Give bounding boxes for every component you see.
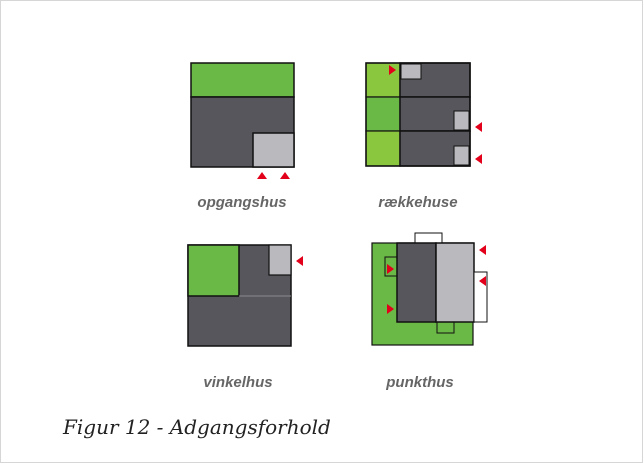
building-block <box>396 242 437 323</box>
opgangshus-diagram <box>190 62 295 179</box>
garden-area <box>365 96 401 132</box>
stairwell <box>435 242 475 323</box>
entrance-arrow-icon <box>387 304 394 314</box>
entrance-arrow-icon <box>475 154 482 164</box>
stairwell <box>268 244 292 276</box>
punkthus-diagram <box>371 232 488 346</box>
entrance-arrow-icon <box>257 172 267 179</box>
entrance-arrow-icon <box>479 276 486 286</box>
panel-label-raekkehuse: rækkehuse <box>378 194 458 211</box>
stairwell <box>400 63 422 80</box>
panel-label-vinkelhus: vinkelhus <box>203 374 273 391</box>
stairwell <box>252 132 295 168</box>
stairwell <box>453 145 470 166</box>
entrance-arrow-icon <box>387 264 394 274</box>
entrance-arrow-icon <box>389 65 396 75</box>
garden-area <box>365 130 401 167</box>
entrance-arrow-icon <box>479 245 486 255</box>
raekkehuse-diagram <box>365 62 482 167</box>
balcony <box>414 232 443 244</box>
balcony <box>473 271 488 323</box>
panel-label-opgangshus: opgangshus <box>197 194 287 211</box>
entrance-arrow-icon <box>280 172 290 179</box>
panel-label-punkthus: punkthus <box>386 374 454 391</box>
entrance-arrow-icon <box>296 256 303 266</box>
garden-area <box>190 62 295 98</box>
entrance-arrow-icon <box>475 122 482 132</box>
vinkelhus-diagram <box>187 244 303 347</box>
garden-area <box>187 244 240 297</box>
garden-area <box>365 62 401 98</box>
stairwell <box>453 110 470 131</box>
figure-caption: Figur 12 - Adgangsforhold <box>63 415 331 439</box>
outline <box>365 62 471 167</box>
